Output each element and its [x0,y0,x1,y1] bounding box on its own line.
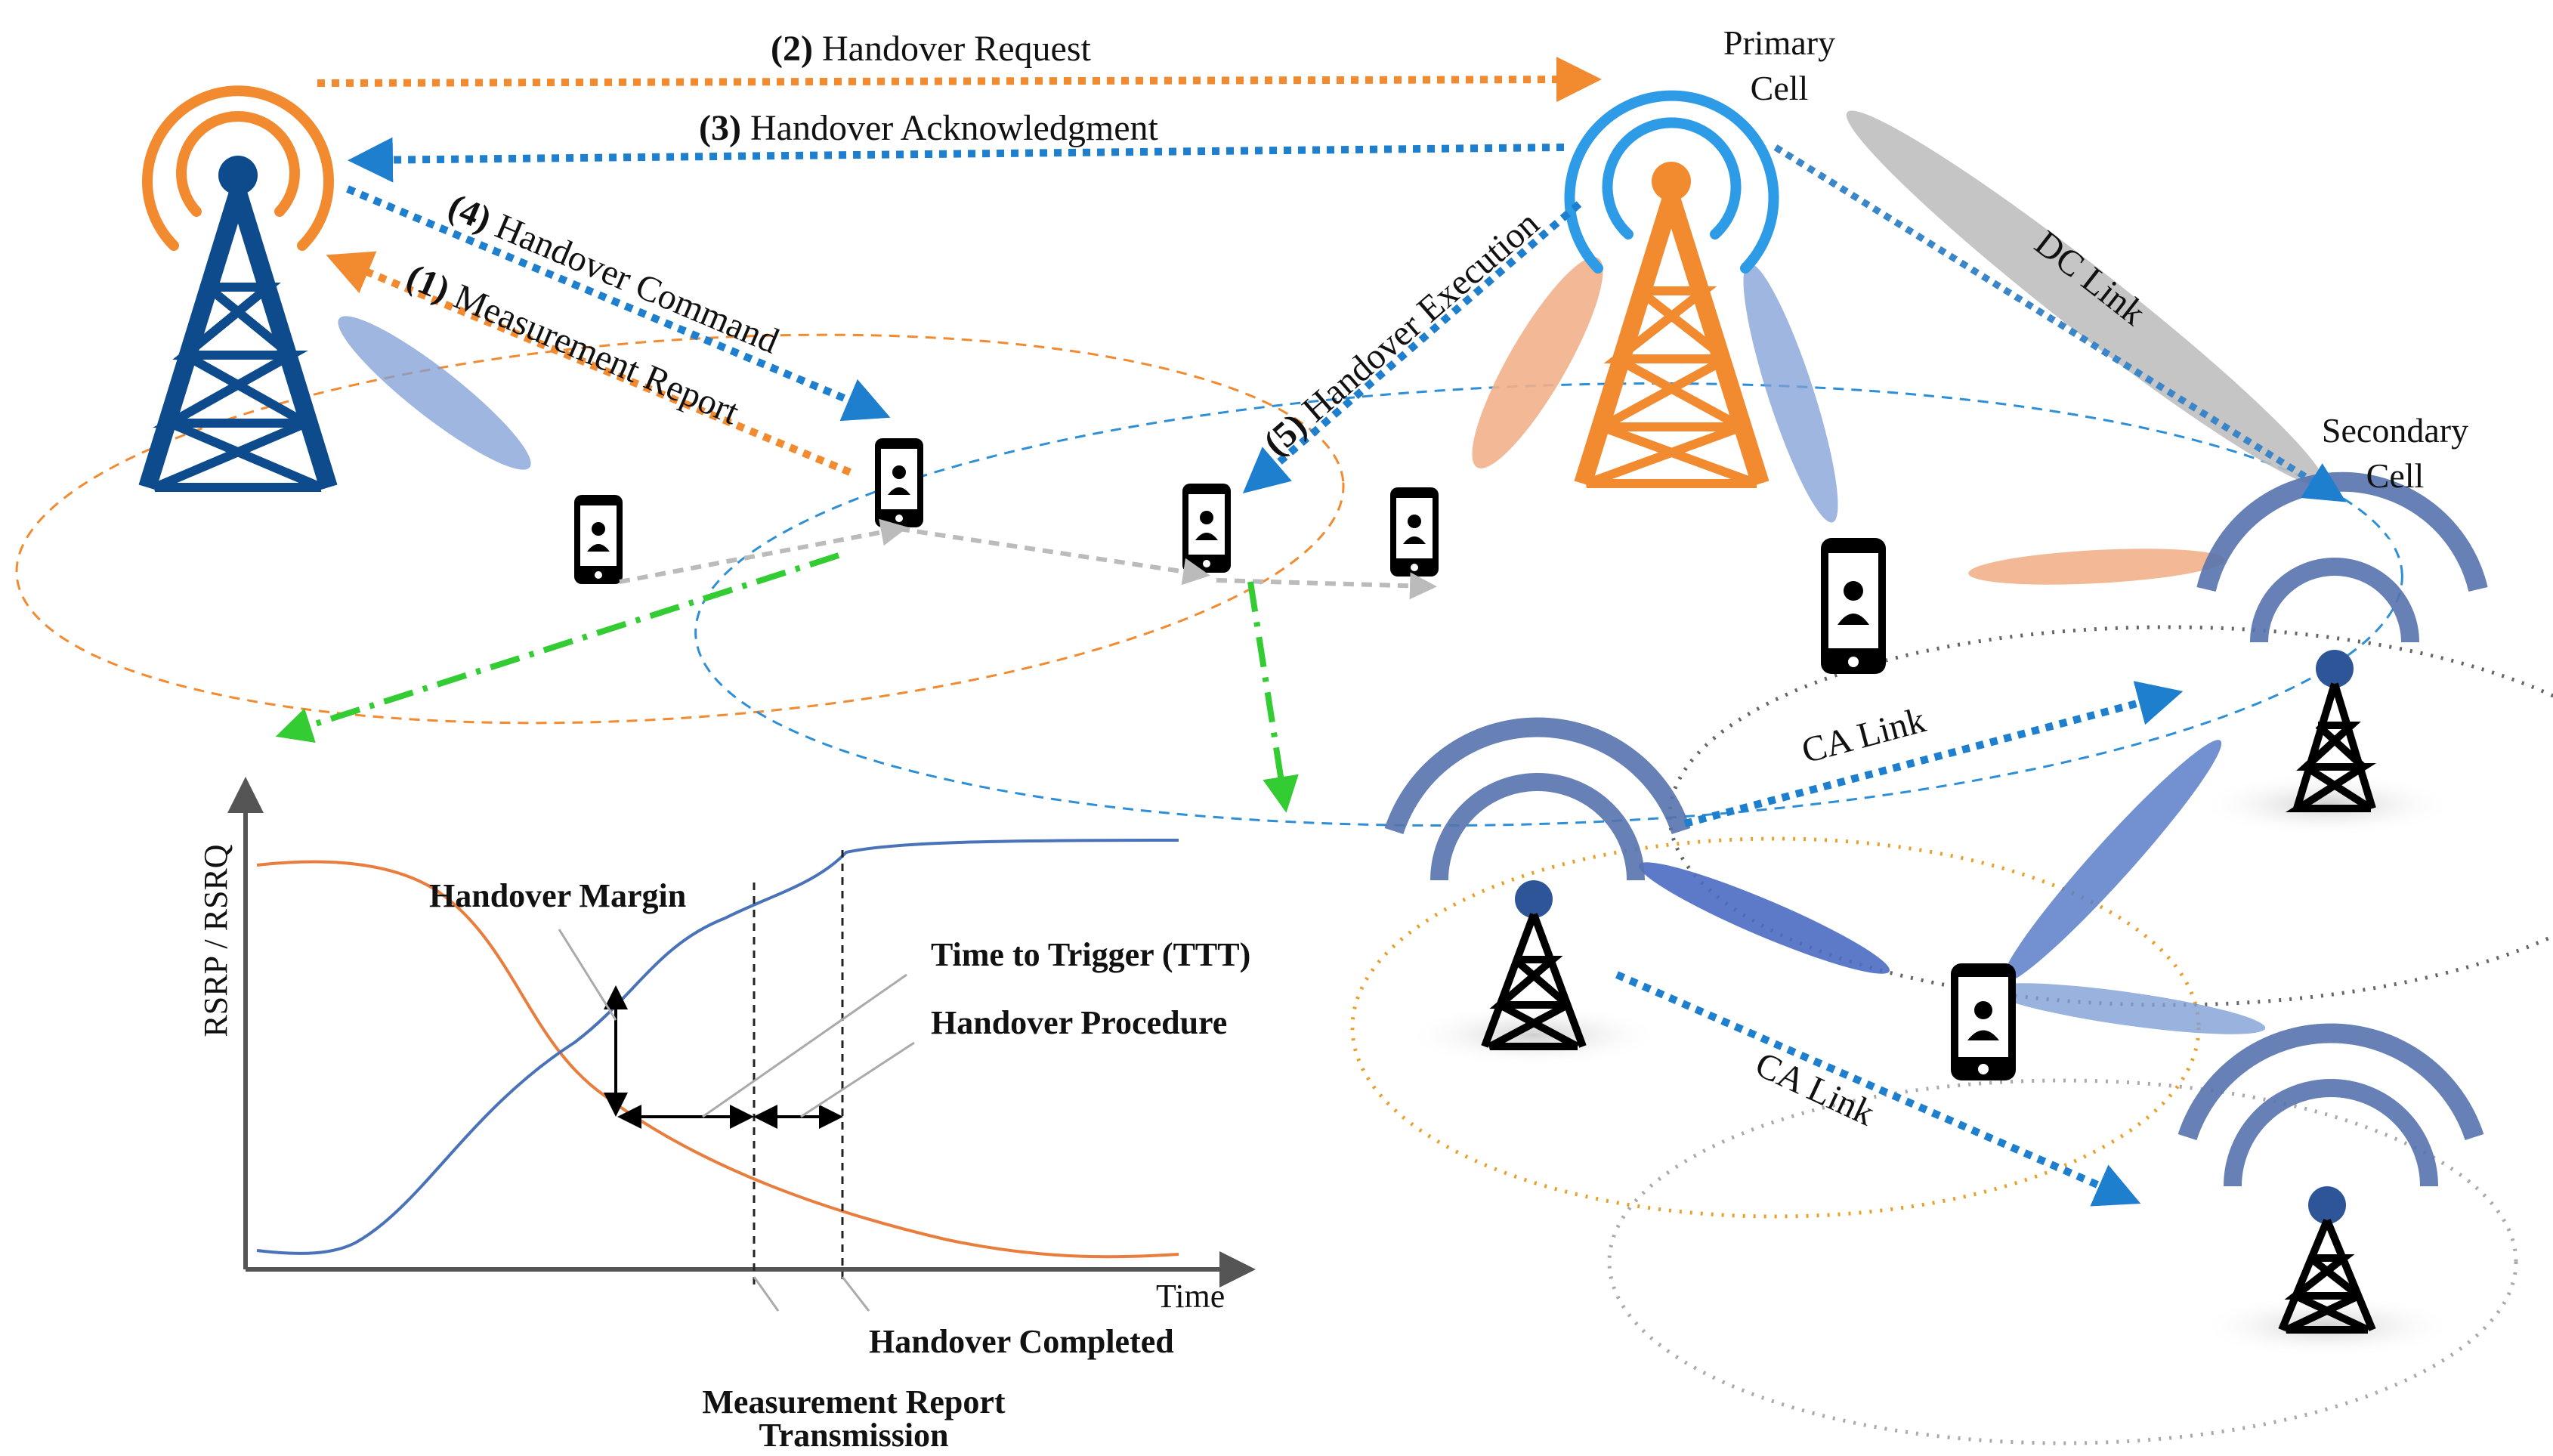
phone-icon [1951,963,2016,1080]
handover-completed-label: Handover Completed [869,1323,1174,1360]
handover-ack-arrow [348,137,1565,183]
primary-cell-label: Primary [1723,23,1835,62]
phone-icon [875,438,923,527]
left-cell-coverage [15,333,1345,725]
measurement-report-label-2: Transmission [759,1417,948,1452]
leader-margin [558,929,617,1021]
source-tower-wave-inner [176,111,300,217]
secondary-cell-coverage-top [1667,625,2553,1007]
phone-icon [1182,484,1231,573]
step2-label: (2)Handover Request [771,29,1092,69]
measurement-report-label: Measurement Report [702,1383,1006,1420]
beam-secondary-orange [1968,549,2225,585]
rsrp-graph: RSRP / RSRQ Time Handover Margin Time to… [197,777,1256,1454]
leader-completed [841,1276,870,1312]
beam-small-cell-2 [2001,740,2222,983]
phone-icon [1390,487,1439,577]
phone-icon [574,495,623,584]
secondary-cell-label: Secondary [2322,411,2468,450]
measurement-report-arrow [326,251,852,476]
ttt-label: Time to Trigger (TTT) [931,936,1250,973]
x-axis-label: Time [1156,1278,1225,1315]
target-cell-curve [256,839,1179,1255]
source-tower-wave-outer [142,85,334,251]
zoom-arrow-to-graph [275,552,840,743]
handover-command-arrow [346,185,891,422]
movement-arrow [619,518,908,584]
handover-margin-label: Handover Margin [429,877,686,914]
ca-link-arrow-top [1683,681,2184,827]
primary-cell-coverage [694,382,2403,827]
phone-icon [1821,538,1886,674]
beam-primary-orange [1472,257,1603,468]
y-axis-label: RSRP / RSRQ [197,844,234,1037]
step3-label: (3)Handover Acknowledgment [699,108,1158,148]
primary-cell-label-2: Cell [1751,69,1809,107]
ca-link-arrow-bottom [1615,971,2141,1207]
ca-link-label-bottom: CA Link [1749,1044,1880,1133]
dc-link-beam [1846,110,2325,487]
step4-label: (4)Handover Command [443,186,785,361]
beam-small-cell-3 [1988,983,2266,1034]
movement-arrow [898,527,1210,586]
handover-procedure-label: Handover Procedure [931,1004,1227,1041]
leader-procedure [800,1041,915,1118]
secondary-cell-tower-bottom [2177,1023,2484,1358]
source-tower [138,85,338,492]
beam-primary-blue [1743,263,1838,523]
zoom-arrow-to-small-cells [1247,581,1299,813]
secondary-cell-label-2: Cell [2366,456,2425,495]
leader-measurement [753,1276,780,1312]
primary-tower-wave-inner [1602,117,1742,240]
secondary-cell-tower-top [2196,471,2488,836]
primary-tower-wave-outer [1564,90,1779,274]
small-cell-tower-center [1384,717,1691,1067]
primary-cell-tower [1564,90,1779,488]
beam-left-tower [338,316,531,470]
beam-small-cell-1 [1639,862,1890,974]
handover-request-arrow [317,57,1602,103]
secondary-cell-coverage-bottom [1607,1078,2518,1445]
leader-ttt [702,973,907,1118]
